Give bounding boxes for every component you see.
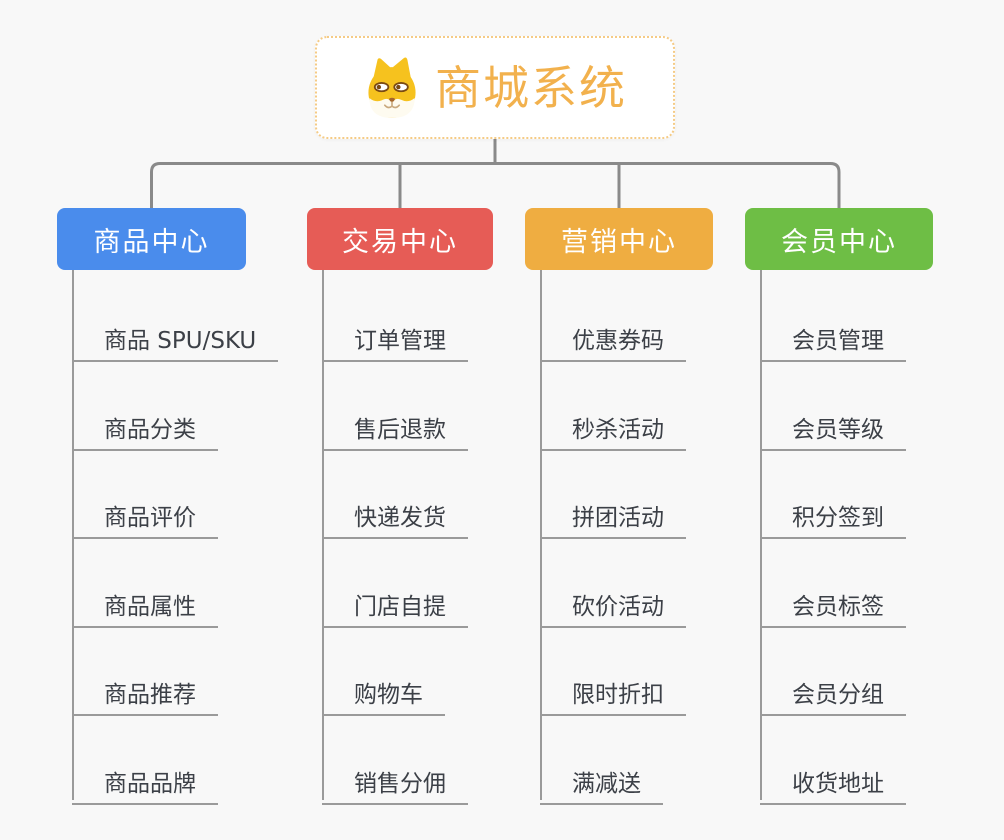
item-label: 售后退款 <box>354 417 446 443</box>
item-label: 商品分类 <box>104 417 196 443</box>
branch-node-marketing-center[interactable]: 营销中心 <box>525 208 713 270</box>
item-label: 拼团活动 <box>572 505 664 531</box>
branch-column-member-center: 会员中心 会员管理 会员等级 积分签到 会员标签 会员分组 收货地址 <box>745 208 933 808</box>
node-item[interactable]: 秒杀活动 <box>540 404 686 451</box>
branch-node-product-center[interactable]: 商品中心 <box>57 208 246 270</box>
branch-column-marketing-center: 营销中心 优惠券码 秒杀活动 拼团活动 砍价活动 限时折扣 满减送 <box>525 208 713 808</box>
node-item[interactable]: 拼团活动 <box>540 492 686 539</box>
item-label: 商品评价 <box>104 505 196 531</box>
shiba-dog-icon <box>368 56 416 118</box>
node-item[interactable]: 订单管理 <box>322 315 468 362</box>
item-label: 购物车 <box>354 682 423 708</box>
item-label: 砍价活动 <box>572 594 664 620</box>
item-label: 门店自提 <box>354 594 446 620</box>
node-item[interactable]: 满减送 <box>540 758 663 805</box>
item-label: 限时折扣 <box>572 682 664 708</box>
node-item[interactable]: 限时折扣 <box>540 669 686 716</box>
item-label: 会员分组 <box>792 682 884 708</box>
item-label: 秒杀活动 <box>572 417 664 443</box>
node-item[interactable]: 会员分组 <box>760 669 906 716</box>
node-item[interactable]: 商品分类 <box>72 404 218 451</box>
item-label: 会员管理 <box>792 328 884 354</box>
branch-connector-line <box>72 270 74 800</box>
item-label: 商品推荐 <box>104 682 196 708</box>
item-label: 快递发货 <box>354 505 446 531</box>
root-node-mall-system[interactable]: 商城系统 <box>315 36 675 139</box>
node-item[interactable]: 销售分佣 <box>322 758 468 805</box>
item-label: 优惠券码 <box>572 328 664 354</box>
item-label: 商品属性 <box>104 594 196 620</box>
node-item[interactable]: 收货地址 <box>760 758 906 805</box>
branch-label: 商品中心 <box>93 226 210 258</box>
item-label: 收货地址 <box>792 771 884 797</box>
item-label: 销售分佣 <box>354 771 446 797</box>
node-item[interactable]: 商品属性 <box>72 581 218 628</box>
branch-connector-line <box>760 270 762 800</box>
node-item[interactable]: 商品 SPU/SKU <box>72 315 279 362</box>
item-label: 订单管理 <box>354 328 446 354</box>
node-item[interactable]: 砍价活动 <box>540 581 686 628</box>
node-item[interactable]: 商品品牌 <box>72 758 218 805</box>
branch-column-trade-center: 交易中心 订单管理 售后退款 快递发货 门店自提 购物车 销售分佣 <box>307 208 493 808</box>
item-label: 商品 SPU/SKU <box>104 328 257 354</box>
node-item[interactable]: 售后退款 <box>322 404 468 451</box>
node-item[interactable]: 会员标签 <box>760 581 906 628</box>
node-item[interactable]: 优惠券码 <box>540 315 686 362</box>
root-node-title: 商城系统 <box>435 60 627 115</box>
node-item[interactable]: 会员等级 <box>760 404 906 451</box>
branch-node-trade-center[interactable]: 交易中心 <box>307 208 493 270</box>
item-label: 积分签到 <box>792 505 884 531</box>
branch-node-member-center[interactable]: 会员中心 <box>745 208 933 270</box>
branch-column-product-center: 商品中心 商品 SPU/SKU 商品分类 商品评价 商品属性 商品推荐 商品品牌 <box>57 208 279 808</box>
node-item[interactable]: 购物车 <box>322 669 445 716</box>
branch-connector-line <box>540 270 542 800</box>
node-item[interactable]: 商品推荐 <box>72 669 218 716</box>
item-label: 会员标签 <box>792 594 884 620</box>
branch-label: 交易中心 <box>342 226 458 258</box>
branch-connector-line <box>322 270 324 800</box>
item-label: 会员等级 <box>792 417 884 443</box>
node-item[interactable]: 积分签到 <box>760 492 906 539</box>
node-item[interactable]: 商品评价 <box>72 492 218 539</box>
item-label: 商品品牌 <box>104 771 196 797</box>
node-item[interactable]: 门店自提 <box>322 581 468 628</box>
node-item[interactable]: 会员管理 <box>760 315 906 362</box>
item-label: 满减送 <box>572 771 641 797</box>
node-item[interactable]: 快递发货 <box>322 492 468 539</box>
branch-label: 营销中心 <box>561 226 677 258</box>
branch-label: 会员中心 <box>781 226 897 258</box>
